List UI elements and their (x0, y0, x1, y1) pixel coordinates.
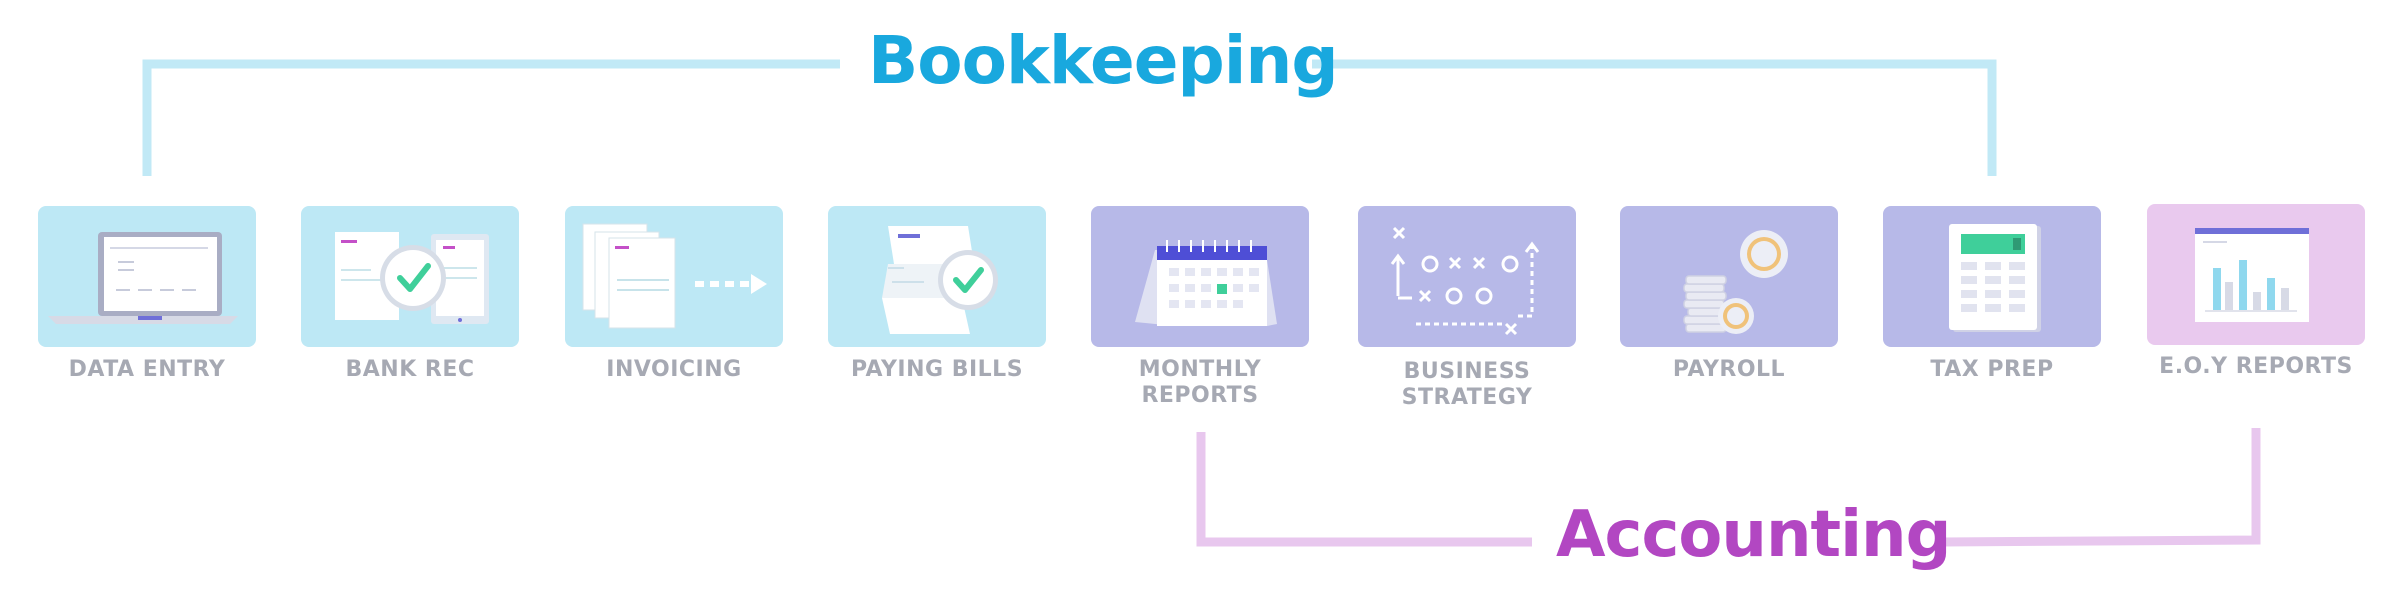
bank-reconciliation-icon (335, 232, 489, 324)
bar-report-icon (2195, 228, 2309, 322)
bookkeeping-title: Bookkeeping (868, 22, 1339, 99)
check-icon (397, 263, 431, 292)
coins-icon (1683, 230, 1788, 334)
laptop-icon (48, 232, 238, 324)
accounting-title: Accounting (1556, 498, 1951, 572)
accounting-bracket-right (1941, 428, 2261, 547)
step-label-bank-rec: BANK REC (345, 357, 475, 382)
accounting-bracket-left (1196, 432, 1532, 547)
paid-bill-icon (882, 226, 998, 334)
step-card-tax-prep[interactable] (1883, 206, 2101, 347)
step-card-payroll[interactable] (1620, 206, 1838, 347)
step-label-data-entry: DATA ENTRY (68, 357, 226, 382)
step-card-invoicing[interactable] (565, 206, 783, 347)
step-label-paying-bills: PAYING BILLS (850, 357, 1024, 382)
calendar-icon (1135, 240, 1277, 326)
step-label-tax-prep: TAX PREP (1930, 357, 2054, 382)
step-card-data-entry[interactable] (38, 206, 256, 347)
calculator-icon (1949, 224, 2041, 332)
step-card-bank-rec[interactable] (301, 206, 519, 347)
step-label-payroll: PAYROLL (1672, 357, 1786, 382)
step-card-paying-bills[interactable] (828, 206, 1046, 347)
step-card-eoy-reports[interactable] (2147, 204, 2365, 345)
step-label-invoicing: INVOICING (606, 357, 742, 382)
invoice-stack-icon (582, 223, 767, 329)
step-card-monthly-reports[interactable] (1091, 206, 1309, 347)
check-icon (953, 267, 984, 293)
step-card-business-strategy[interactable] (1358, 206, 1576, 347)
step-label-eoy-reports: E.O.Y REPORTS (2159, 354, 2353, 379)
strategy-playbook-icon (1390, 226, 1540, 336)
